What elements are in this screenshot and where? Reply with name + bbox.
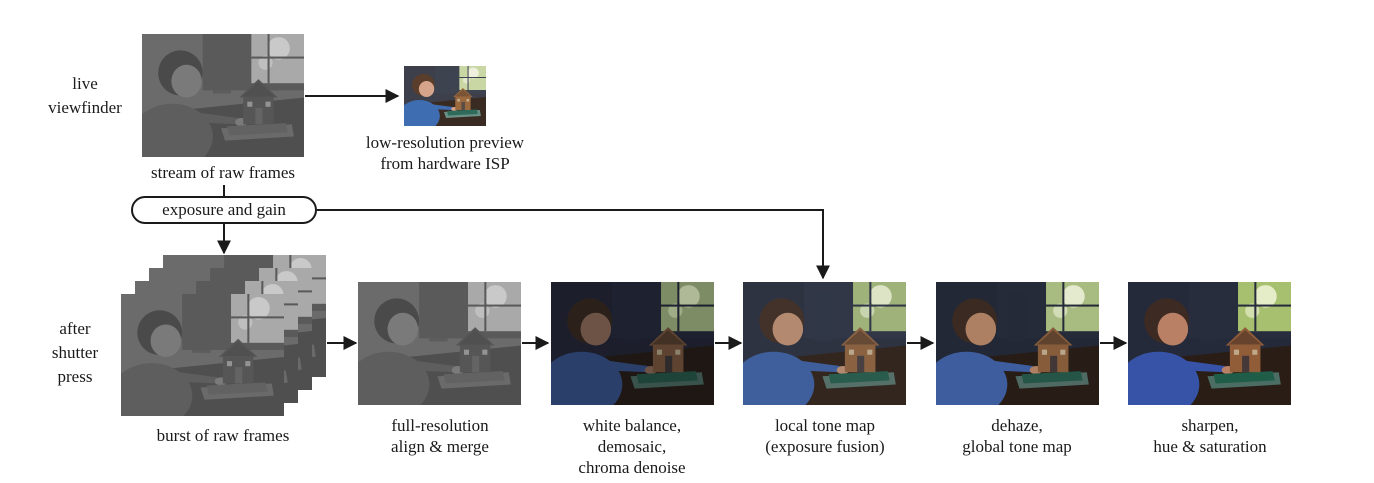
local-tone-line1: local tone map bbox=[774, 416, 876, 435]
merged-image bbox=[358, 282, 521, 405]
align-merge-line2: align & merge bbox=[391, 437, 489, 456]
local-tone-line2: (exposure fusion) bbox=[765, 437, 885, 456]
sharpen-image bbox=[1128, 282, 1291, 405]
after-shutter-label: after shutter press bbox=[30, 317, 120, 389]
dehaze-image bbox=[936, 282, 1099, 405]
sharpen-line1: sharpen, bbox=[1181, 416, 1239, 435]
raw-stream-caption-text: stream of raw frames bbox=[151, 163, 295, 182]
preview-image-graphic bbox=[404, 66, 486, 126]
dehaze-caption: dehaze, global tone map bbox=[916, 415, 1118, 457]
exposure-gain-label: exposure and gain bbox=[162, 200, 286, 219]
preview-image bbox=[404, 66, 486, 126]
shutter-label-line: shutter bbox=[51, 343, 99, 362]
align-merge-line1: full-resolution bbox=[391, 416, 489, 435]
arrow-exposure-to-tonemap bbox=[317, 209, 830, 280]
sharpen-image-graphic bbox=[1128, 282, 1291, 405]
exposure-gain-box: exposure and gain bbox=[131, 196, 317, 224]
white-balance-caption: white balance, demosaic, chroma denoise bbox=[531, 415, 733, 478]
burst-frame-1-graphic bbox=[121, 294, 284, 416]
preview-caption-line2: from hardware ISP bbox=[380, 154, 510, 173]
raw-stream-image bbox=[142, 34, 304, 157]
white-balance-image-graphic bbox=[551, 282, 714, 405]
preview-caption-line1: low-resolution preview bbox=[365, 133, 525, 152]
merged-image-graphic bbox=[358, 282, 521, 405]
sharpen-caption: sharpen, hue & saturation bbox=[1109, 415, 1311, 457]
white-balance-image bbox=[551, 282, 714, 405]
dehaze-line2: global tone map bbox=[962, 437, 1072, 456]
sharpen-line2: hue & saturation bbox=[1153, 437, 1267, 456]
dehaze-image-graphic bbox=[936, 282, 1099, 405]
align-merge-caption: full-resolution align & merge bbox=[339, 415, 541, 457]
local-tone-caption: local tone map (exposure fusion) bbox=[724, 415, 926, 457]
burst-frame-1 bbox=[121, 294, 284, 416]
local-tone-map-image-graphic bbox=[743, 282, 906, 405]
after-label-line: after bbox=[59, 319, 91, 338]
press-label-line: press bbox=[57, 367, 93, 386]
raw-stream-image-graphic bbox=[142, 34, 304, 157]
white-balance-line3: chroma denoise bbox=[578, 458, 686, 477]
dehaze-line1: dehaze, bbox=[991, 416, 1043, 435]
local-tone-map-image bbox=[743, 282, 906, 405]
live-label-line: live bbox=[72, 74, 98, 93]
live-viewfinder-label: live viewfinder bbox=[40, 72, 130, 120]
raw-stream-caption: stream of raw frames bbox=[122, 162, 324, 183]
white-balance-line2: demosaic, bbox=[597, 437, 667, 456]
burst-caption-text: burst of raw frames bbox=[156, 426, 290, 445]
viewfinder-label-line: viewfinder bbox=[48, 98, 122, 117]
burst-caption: burst of raw frames bbox=[122, 425, 324, 446]
preview-caption: low-resolution preview from hardware ISP bbox=[344, 132, 546, 174]
white-balance-line1: white balance, bbox=[582, 416, 682, 435]
